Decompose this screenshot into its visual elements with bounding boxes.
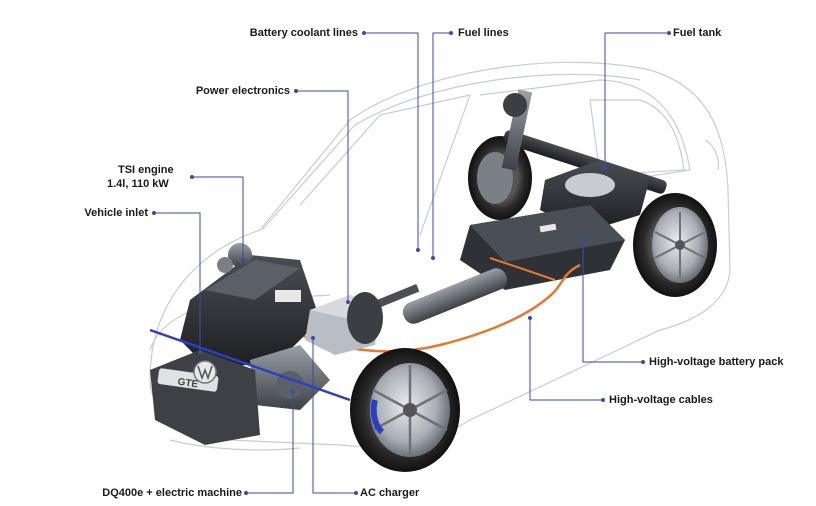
exhaust-system [360,268,508,324]
hv-battery-pack [460,205,625,290]
leader-lines [152,32,667,494]
rear-right-wheel [633,193,717,297]
label-fuel-lines: Fuel lines [458,27,509,39]
leader-ac-charger [312,338,354,494]
label-tsi-engine-line2: 1.4l, 110 kW [107,178,169,190]
label-hv-cables: High-voltage cables [609,394,713,406]
label-vehicle-inlet: Vehicle inlet [84,207,148,219]
vw-logo-icon [193,360,217,384]
leader-fuel-tank [604,32,667,168]
label-dq400e: DQ400e + electric machine [102,487,242,499]
tsi-engine [180,243,320,370]
leader-hv-cables [529,318,605,401]
leader-dots [152,31,671,495]
label-battery-coolant-lines: Battery coolant lines [249,27,358,39]
leader-hv-battery-pack [582,240,645,363]
front-right-wheel [350,348,460,472]
dq400e-transmission [250,345,330,410]
label-tsi-engine-line1: TSI engine [118,164,174,176]
leader-vehicle-inlet [152,212,201,352]
leader-power-electronics [294,90,349,302]
label-ac-charger: AC charger [360,487,420,499]
label-fuel-tank: Fuel tank [673,27,722,39]
label-power-electronics: Power electronics [195,85,290,97]
gte-badge: GTE [177,377,199,391]
leader-fuel-lines [432,32,453,258]
leader-dq400e [248,392,294,494]
leader-tsi-engine [190,176,244,260]
leader-battery-coolant-lines [362,32,419,250]
front-left-wheel [347,292,383,344]
label-hv-battery-pack: High-voltage battery pack [649,356,784,368]
